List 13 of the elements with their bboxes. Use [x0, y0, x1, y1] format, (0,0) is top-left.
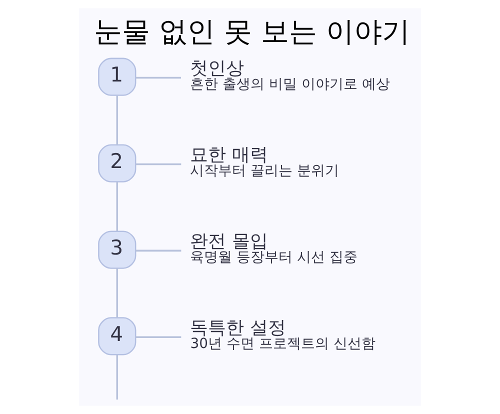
- node-text: 첫인상 흔한 출생의 비밀 이야기로 예상: [190, 58, 390, 93]
- node-text: 독특한 설정 30년 수면 프로젝트의 신선함: [190, 317, 376, 352]
- connector: [116, 354, 118, 400]
- node-text: 묘한 매력 시작부터 끌리는 분위기: [190, 144, 340, 180]
- connector: [136, 76, 181, 79]
- connector: [136, 163, 182, 166]
- node-text: 완전 몰입 육명월 등장부터 시선 집중: [190, 230, 358, 266]
- connector: [136, 336, 182, 338]
- connector: [116, 182, 118, 232]
- connector: [116, 268, 118, 318]
- connector: [136, 250, 182, 252]
- diagram-title: 눈물 없인 못 보는 이야기: [94, 14, 410, 48]
- connector: [116, 96, 118, 145]
